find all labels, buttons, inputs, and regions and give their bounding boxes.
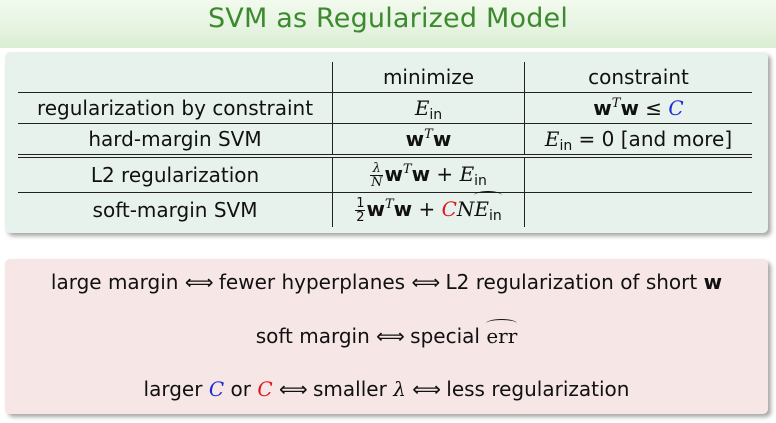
constraint-cell-empty <box>524 156 752 193</box>
hat-e-in: Ein <box>474 190 502 224</box>
title-bar <box>0 0 776 48</box>
header-empty <box>18 62 333 93</box>
iff-symbol: ⟺ <box>376 324 405 348</box>
slide-title: SVM as Regularized Model <box>207 3 569 34</box>
hat-accent <box>474 190 502 200</box>
note-line-3: larger C or C ⟺ smaller λ ⟺ less regular… <box>143 377 630 401</box>
table-row: hard-margin SVM wTw Ein = 0 [and more] <box>18 123 752 158</box>
header-constraint: constraint <box>524 62 752 93</box>
minimize-cell: Ein <box>332 92 525 124</box>
constraint-cell-empty <box>524 192 752 227</box>
minimize-cell: wTw <box>332 123 525 158</box>
iff-symbol: ⟺ <box>411 270 440 294</box>
row-label: soft-margin SVM <box>92 198 258 222</box>
iff-symbol: ⟺ <box>278 377 308 401</box>
table-header-row: minimize constraint <box>18 62 752 93</box>
comparison-table: minimize constraint regularization by co… <box>18 62 752 227</box>
row-label: hard-margin SVM <box>18 123 333 158</box>
iff-symbol: ⟺ <box>412 377 441 401</box>
note-line-2: soft margin ⟺ special err <box>5 319 768 348</box>
row-label: regularization by constraint <box>18 92 333 124</box>
row-label: L2 regularization <box>18 156 333 193</box>
hat-accent <box>486 319 518 328</box>
constraint-cell: Ein = 0 [and more] <box>524 123 752 158</box>
hat-err: err <box>486 319 518 348</box>
note-line-1: large margin ⟺ fewer hyperplanes ⟺ L2 re… <box>50 270 723 294</box>
conclusion-box <box>5 259 768 414</box>
iff-symbol: ⟺ <box>184 270 214 294</box>
constraint-cell: wTw ≤ C <box>524 92 752 124</box>
table-row: regularization by constraint Ein wTw ≤ C <box>18 92 752 124</box>
header-minimize: minimize <box>332 62 525 93</box>
